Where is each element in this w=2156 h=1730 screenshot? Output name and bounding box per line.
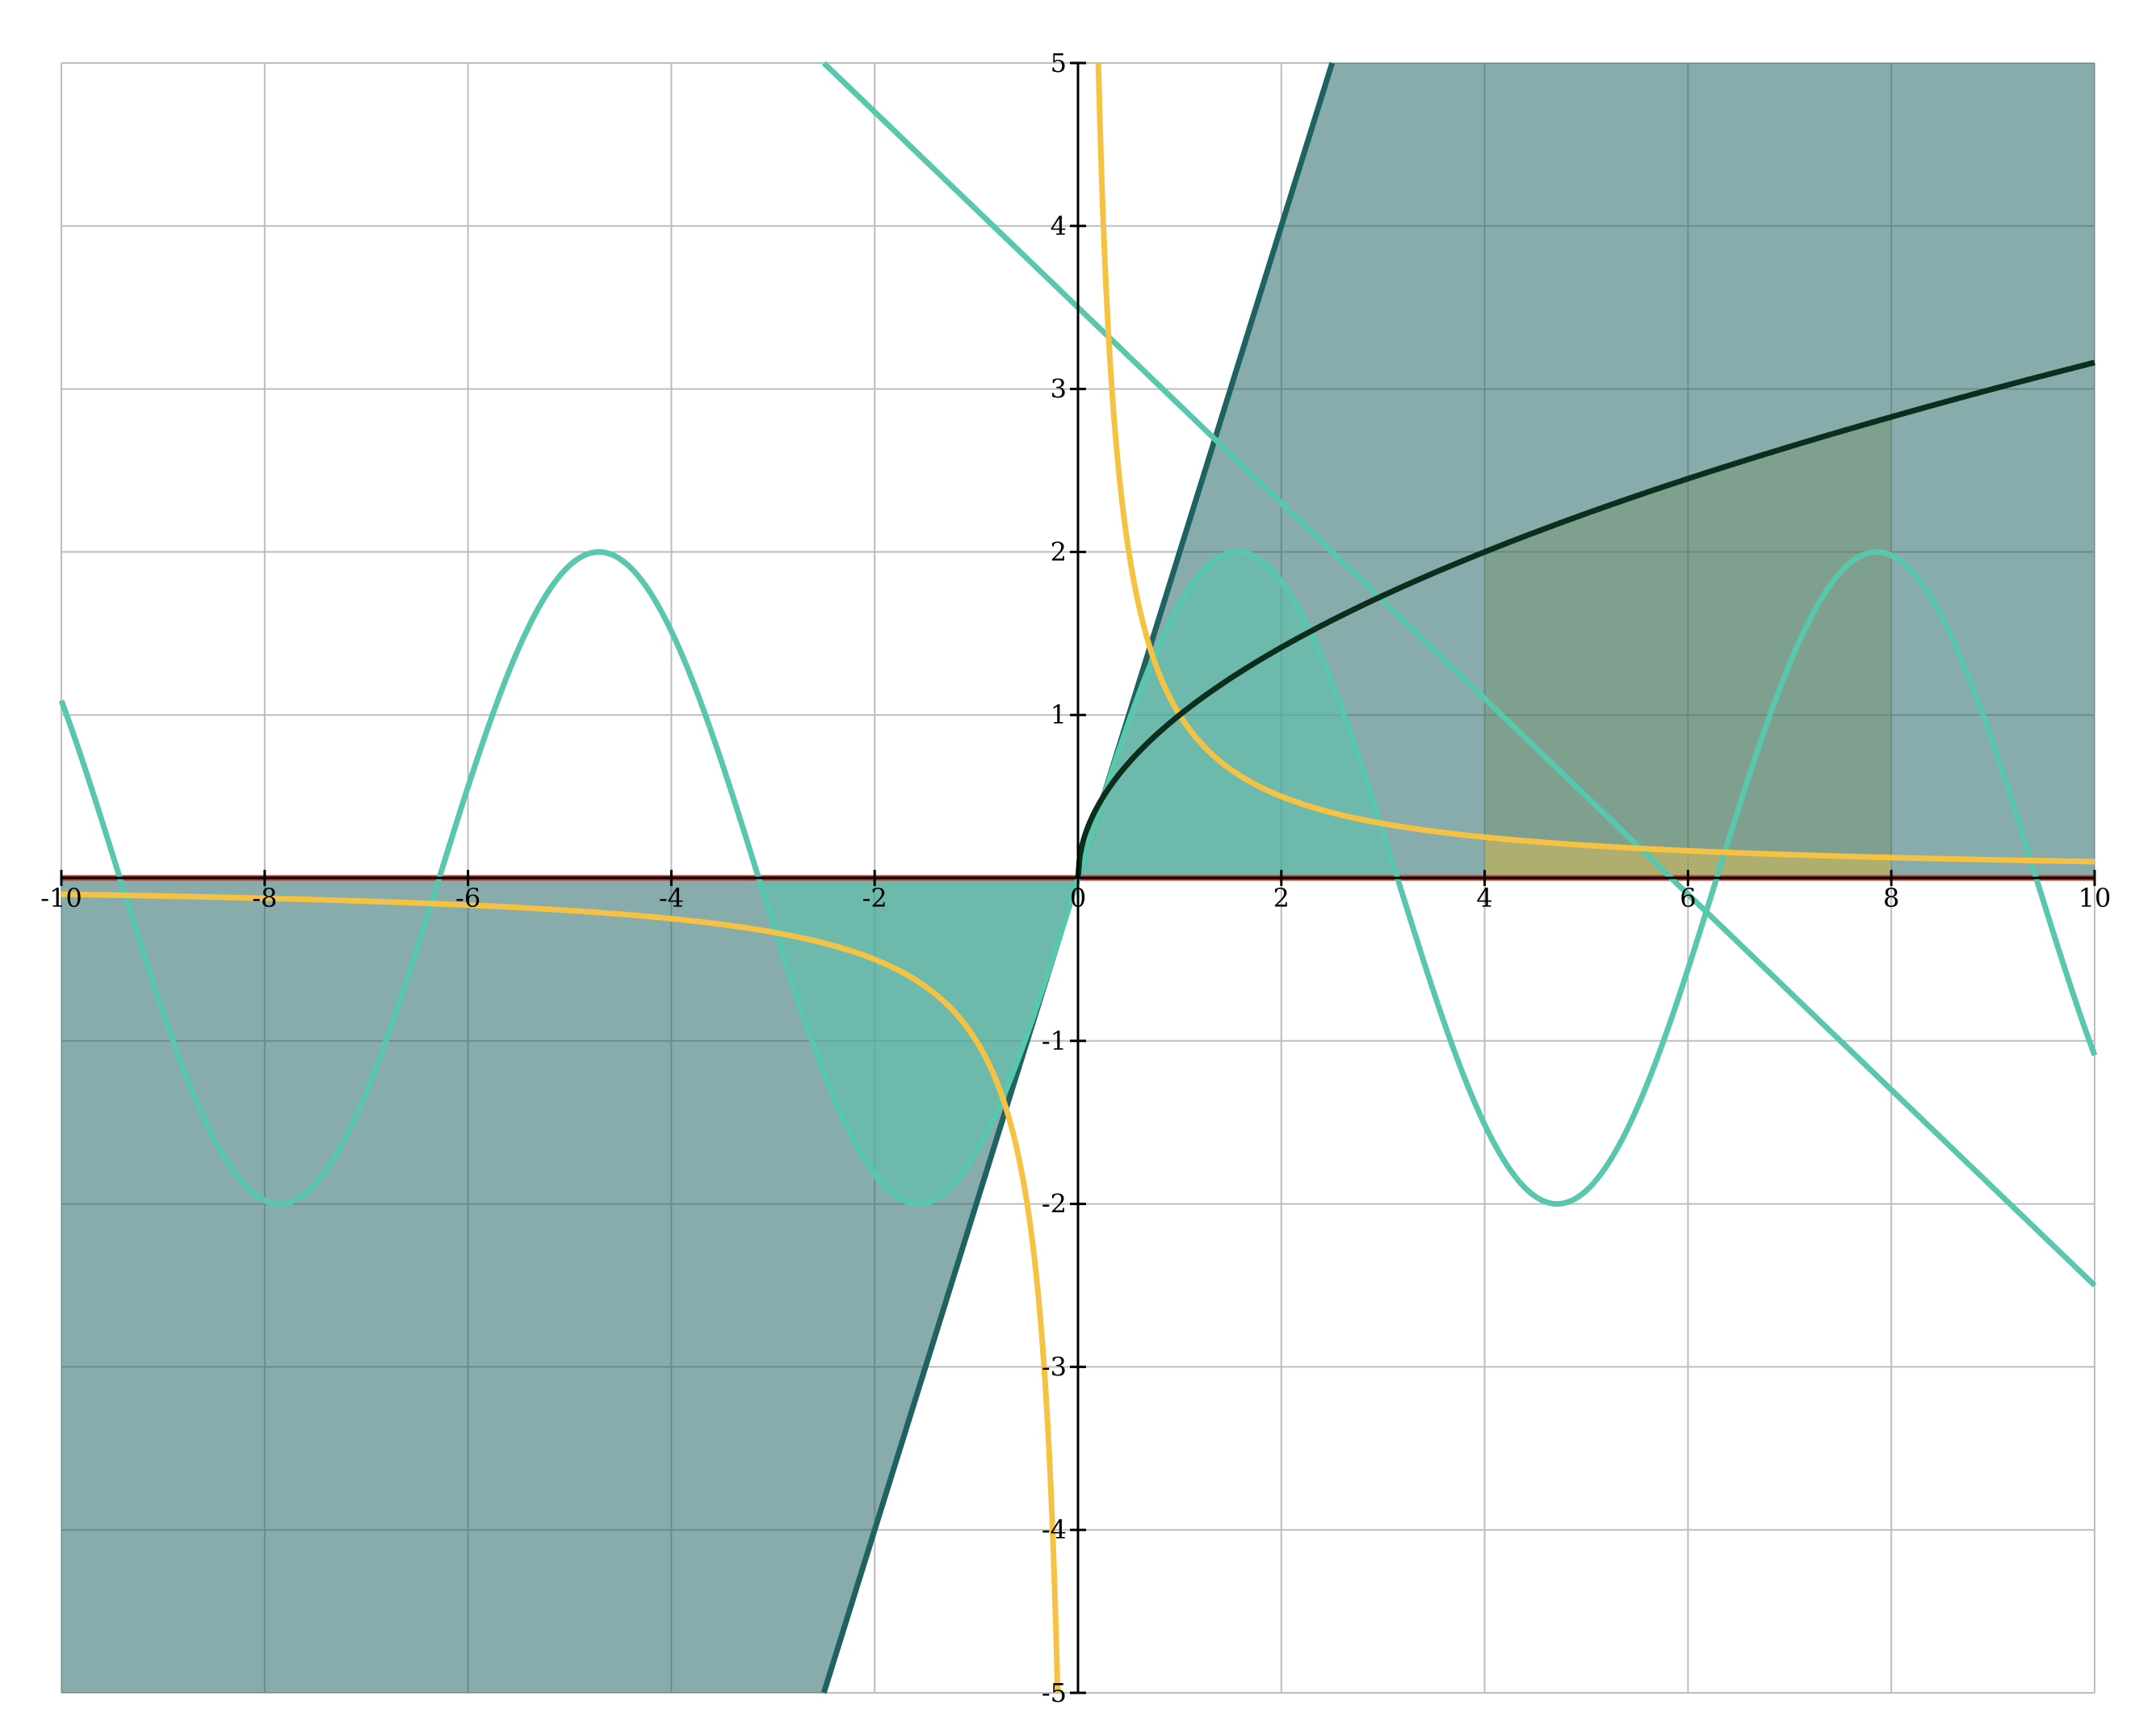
- x-tick-label: 6: [1680, 883, 1696, 913]
- series-sqrt: [1075, 359, 2095, 879]
- series-reciprocal-negative: [61, 891, 1061, 1694]
- x-tick-label: -10: [40, 883, 82, 913]
- y-tick-label: 5: [1051, 48, 1067, 78]
- x-tick-label: -4: [659, 883, 684, 913]
- y-tick-label: -5: [1042, 1678, 1067, 1708]
- x-tick-label: 0: [1070, 883, 1086, 913]
- y-tick-label: 1: [1051, 699, 1067, 730]
- y-tick-label: -1: [1042, 1026, 1067, 1056]
- x-tick-label: 2: [1273, 883, 1290, 913]
- y-tick-label: -2: [1042, 1189, 1067, 1220]
- axes: [60, 61, 2096, 1694]
- x-tick-label: -2: [862, 883, 887, 913]
- sqrt-fill: [1484, 417, 1892, 878]
- y-tick-labels: -5 -4 -3 -2 -1 1 2 3 4 5: [1042, 48, 1067, 1708]
- y-tick-label: 2: [1051, 536, 1067, 567]
- y-tick-label: 3: [1051, 374, 1067, 405]
- shaded-regions: [61, 63, 2095, 1693]
- x-tick-label: 8: [1883, 883, 1899, 913]
- x-tick-label: 10: [2078, 883, 2112, 913]
- x-tick-label: -8: [252, 883, 277, 913]
- x-tick-label: 4: [1476, 883, 1492, 913]
- x-tick-labels: -10 -8 -6 -4 -2 0 2 4 6 8 10: [40, 883, 2111, 913]
- linear-fill-left: [61, 878, 1078, 1693]
- y-tick-label: -4: [1042, 1514, 1067, 1545]
- series-reciprocal-positive: [1095, 62, 2095, 865]
- y-tick-label: 4: [1051, 211, 1067, 241]
- x-tick-label: -6: [455, 883, 480, 913]
- linear-fill-right: [1078, 63, 2095, 878]
- y-tick-label: -3: [1042, 1351, 1067, 1382]
- series-decreasing-line: [821, 61, 2097, 1288]
